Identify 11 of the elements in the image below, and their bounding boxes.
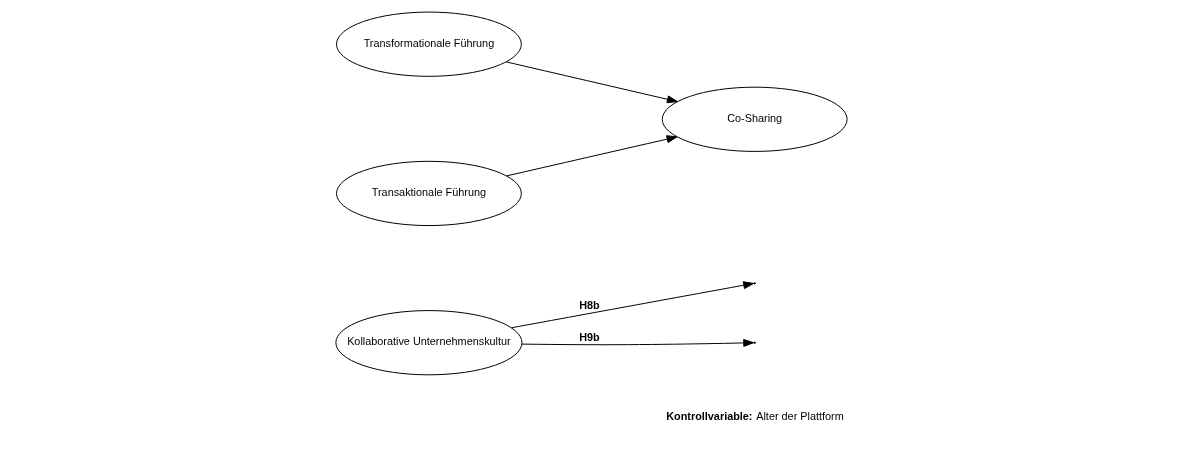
arrow (505, 61, 678, 104)
arrow (520, 338, 754, 347)
edge-label: H9b (578, 330, 600, 343)
node-ellipse: Transformationale Führung (335, 11, 522, 77)
node-ellipse: Co-Sharing (661, 86, 848, 152)
arrow (510, 281, 754, 329)
node-ellipse: Kollaborative Unternehmenskultur (334, 310, 522, 376)
arrow (505, 135, 677, 177)
edge-label: H8b (578, 298, 600, 311)
node-ellipse: Transaktionale Führung (335, 160, 522, 227)
label: Kontrollvariable: Alter der Plattform (665, 409, 844, 422)
